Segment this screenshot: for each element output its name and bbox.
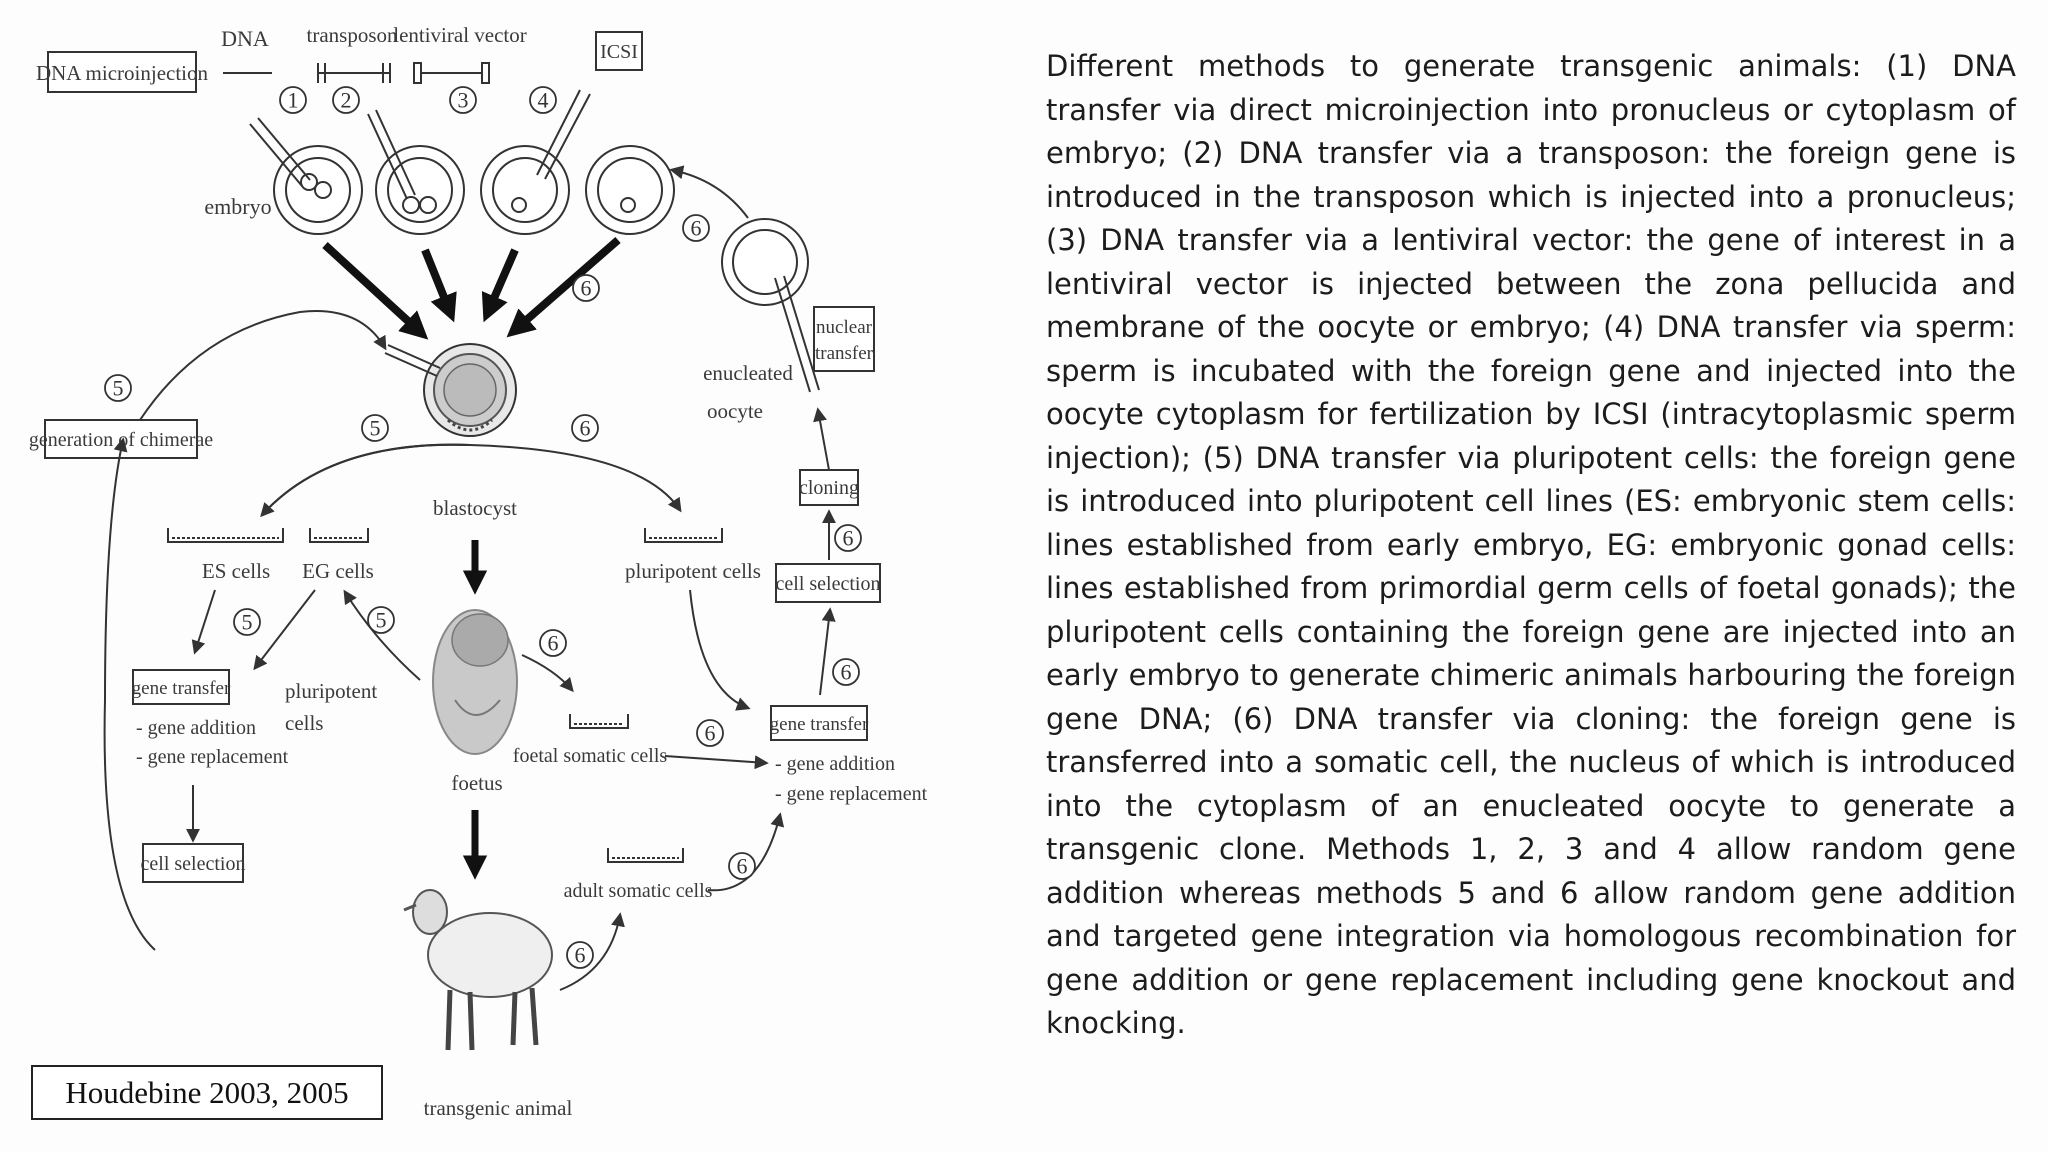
eg-cells-dish	[310, 528, 368, 542]
icsi-box: ICSI	[596, 32, 642, 70]
svg-text:ICSI: ICSI	[600, 41, 638, 63]
method-number-5: 5	[368, 607, 394, 633]
svg-text:5: 5	[370, 416, 381, 441]
svg-text:DNA microinjection: DNA microinjection	[36, 61, 209, 85]
embryo-2-icon	[368, 110, 464, 234]
svg-text:1: 1	[288, 88, 299, 113]
transgenic-animal-label: transgenic animal	[424, 1096, 573, 1120]
svg-text:6: 6	[705, 721, 716, 746]
svg-text:5: 5	[376, 608, 387, 633]
foetal-somatic-cells-dish	[570, 714, 628, 728]
nuclear-transfer-box: nuclear transfer	[814, 307, 874, 371]
foetal-somatic-cells-label: foetal somatic cells	[513, 745, 668, 767]
embryo-label: embryo	[204, 194, 271, 219]
transposon-label: transposon	[307, 23, 398, 47]
pluripotent-cells-dish	[645, 528, 722, 542]
gene-replacement-left-label: - gene replacement	[136, 746, 289, 768]
svg-text:nuclear: nuclear	[816, 317, 873, 338]
cell-selection-right-box: cell selection	[776, 564, 881, 602]
cells-left-label: cells	[285, 711, 323, 735]
method-number-6: 6	[572, 415, 598, 441]
oocyte-label: oocyte	[707, 399, 763, 423]
method-number-6: 6	[540, 630, 566, 656]
embryo-4-icon	[586, 146, 674, 234]
method-number-6: 6	[683, 215, 709, 241]
svg-text:6: 6	[691, 216, 702, 241]
citation-box: Houdebine 2003, 2005	[31, 1065, 383, 1120]
svg-text:gene transfer: gene transfer	[770, 714, 869, 735]
gene-addition-right-label: - gene addition	[775, 753, 895, 775]
method-number-5: 5	[362, 415, 388, 441]
svg-text:6: 6	[548, 631, 559, 656]
method-number-6: 6	[729, 853, 755, 879]
method-number-6: 6	[835, 525, 861, 551]
method-number-6: 6	[697, 720, 723, 746]
svg-text:6: 6	[843, 526, 854, 551]
lentiviral-vector-label: lentiviral vector	[393, 23, 527, 47]
method-number-4: 4	[530, 87, 556, 113]
method-number-1: 1	[280, 87, 306, 113]
svg-text:cell selection: cell selection	[141, 853, 246, 875]
svg-text:3: 3	[458, 88, 469, 113]
cell-selection-left-box: cell selection	[141, 844, 246, 882]
svg-text:5: 5	[113, 376, 124, 401]
method-number-3: 3	[450, 87, 476, 113]
cloning-box: cloning	[799, 470, 859, 505]
svg-text:6: 6	[581, 276, 592, 301]
eg-cells-label: EG cells	[302, 559, 374, 583]
svg-text:6: 6	[737, 854, 748, 879]
svg-text:4: 4	[538, 88, 549, 113]
adult-somatic-cells-label: adult somatic cells	[564, 880, 713, 902]
blastocyst-icon	[385, 344, 516, 436]
blastocyst-label: blastocyst	[433, 496, 517, 520]
svg-text:cell selection: cell selection	[776, 573, 881, 595]
foetus-icon	[433, 610, 517, 754]
method-number-6: 6	[573, 275, 599, 301]
dna-label: DNA	[221, 26, 269, 51]
method-number-2: 2	[333, 87, 359, 113]
foetus-label: foetus	[451, 771, 502, 795]
enucleated-label: enucleated	[703, 361, 793, 385]
pluripotent-left-label: pluripotent	[285, 679, 377, 703]
gene-addition-left-label: - gene addition	[136, 717, 256, 739]
pluripotent-cells-label: pluripotent cells	[625, 559, 761, 583]
svg-text:2: 2	[341, 88, 352, 113]
method-number-5: 5	[105, 375, 131, 401]
svg-text:gene transfer: gene transfer	[132, 678, 231, 699]
transgenic-methods-diagram: DNA microinjection DNA transposon lentiv…	[0, 0, 1000, 1152]
transgenic-sheep-icon	[404, 890, 552, 1050]
gene-transfer-left-box: gene transfer	[132, 670, 231, 704]
svg-text:6: 6	[580, 416, 591, 441]
method-number-6: 6	[833, 659, 859, 685]
es-cells-label: ES cells	[202, 559, 270, 583]
svg-text:cloning: cloning	[799, 477, 859, 499]
adult-somatic-cells-dish	[608, 848, 683, 862]
svg-text:transfer: transfer	[815, 343, 874, 364]
figure-description: Different methods to generate transgenic…	[1046, 45, 2016, 1046]
gene-replacement-right-label: - gene replacement	[775, 783, 928, 805]
gene-transfer-right-box: gene transfer	[770, 706, 869, 740]
dna-microinjection-box: DNA microinjection	[36, 52, 209, 92]
svg-text:6: 6	[575, 943, 586, 968]
es-cells-dish	[168, 528, 283, 542]
svg-text:5: 5	[242, 610, 253, 635]
method-number-5: 5	[234, 609, 260, 635]
svg-text:6: 6	[841, 660, 852, 685]
method-number-6: 6	[567, 942, 593, 968]
